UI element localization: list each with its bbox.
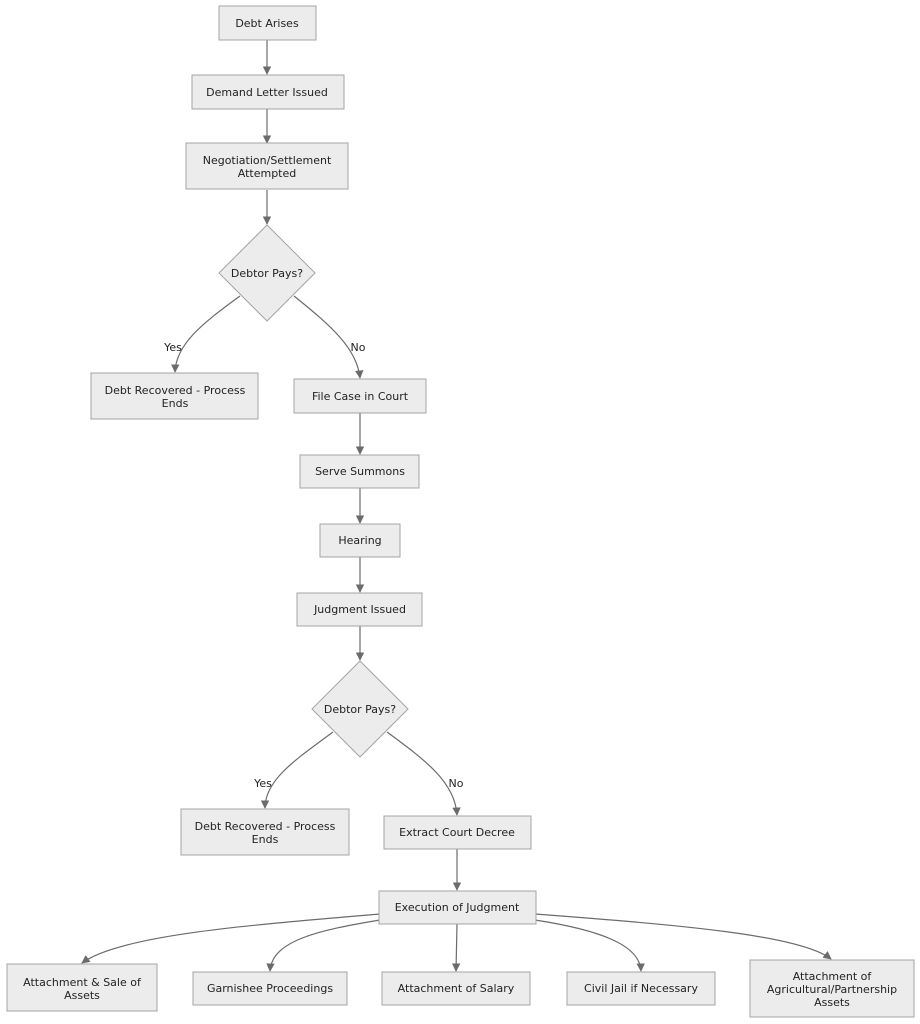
node-garnishee: Garnishee Proceedings: [192, 971, 348, 1006]
node-civil-jail: Civil Jail if Necessary: [566, 971, 716, 1006]
edge-decision-1-no: [293, 295, 364, 379]
node-judgment-issued: Judgment Issued: [296, 592, 423, 627]
decision-debtor-pays-2: Debtor Pays?: [311, 660, 409, 758]
edge-execution-to-attachment-agri: [534, 913, 832, 960]
node-debt-arises: Debt Arises: [218, 5, 317, 41]
edge-label-no-1: No: [351, 341, 366, 354]
edge-label-yes-2: Yes: [253, 777, 272, 790]
node-hearing: Hearing: [319, 523, 401, 558]
node-attachment-sale: Attachment & Sale of Assets: [6, 963, 158, 1012]
node-debt-arises-label: Debt Arises: [235, 17, 299, 30]
node-execution: Execution of Judgment: [378, 890, 537, 925]
node-debt-recovered-1-label-line-1: Debt Recovered - Process: [105, 384, 246, 397]
node-judgment-issued-label: Judgment Issued: [313, 603, 406, 616]
node-debt-recovered-2-label-line-1: Debt Recovered - Process: [195, 820, 336, 833]
decision-debtor-pays-1: Debtor Pays?: [218, 224, 316, 322]
node-debt-recovered-2: Debt Recovered - Process Ends: [180, 808, 350, 856]
node-attachment-agri-label-line-3: Assets: [814, 996, 850, 1009]
node-serve-summons-label: Serve Summons: [315, 465, 405, 478]
node-debt-recovered-1: Debt Recovered - Process Ends: [90, 372, 259, 420]
node-negotiation-label-line-2: Attempted: [238, 167, 297, 180]
edge-execution-to-garnishee: [266, 919, 381, 972]
node-attachment-salary-label: Attachment of Salary: [398, 982, 515, 995]
node-demand-letter: Demand Letter Issued: [191, 74, 345, 110]
node-garnishee-label: Garnishee Proceedings: [207, 982, 333, 995]
edge-decision-1-yes: [171, 295, 241, 373]
node-hearing-label: Hearing: [338, 534, 381, 547]
node-attachment-agri-label-line-2: Agricultural/Partnership: [767, 983, 897, 996]
node-attachment-sale-label-line-1: Attachment & Sale of: [23, 976, 142, 989]
edge-decision-2-no: [386, 731, 461, 816]
node-extract-decree: Extract Court Decree: [383, 815, 532, 850]
node-negotiation-label-line-1: Negotiation/Settlement: [203, 154, 332, 167]
node-execution-label: Execution of Judgment: [395, 901, 520, 914]
node-civil-jail-label: Civil Jail if Necessary: [584, 982, 698, 995]
edge-label-yes-1: Yes: [163, 341, 182, 354]
edges: [81, 40, 832, 972]
edge-labels: Yes No Yes No: [163, 341, 464, 790]
node-attachment-agri: Attachment of Agricultural/Partnership A…: [749, 959, 915, 1018]
node-file-case: File Case in Court: [293, 378, 427, 414]
node-attachment-agri-label-line-1: Attachment of: [793, 970, 873, 983]
edge-execution-to-civil-jail: [534, 919, 645, 972]
node-demand-letter-label: Demand Letter Issued: [206, 86, 328, 99]
node-attachment-sale-label-line-2: Assets: [64, 989, 100, 1002]
node-serve-summons: Serve Summons: [299, 454, 420, 489]
node-debt-recovered-2-label-line-2: Ends: [252, 833, 279, 846]
node-negotiation: Negotiation/Settlement Attempted: [185, 142, 349, 190]
edge-execution-to-attachment-sale: [81, 913, 381, 964]
edge-decision-2-yes: [260, 731, 334, 809]
edge-execution-to-attachment-salary: [451, 923, 461, 972]
node-debt-recovered-1-label-line-2: Ends: [162, 397, 189, 410]
edge-label-no-2: No: [449, 777, 464, 790]
node-attachment-salary: Attachment of Salary: [381, 971, 531, 1006]
node-file-case-label: File Case in Court: [312, 390, 409, 403]
node-extract-decree-label: Extract Court Decree: [399, 826, 515, 839]
decision-debtor-pays-2-label: Debtor Pays?: [324, 703, 396, 716]
decision-debtor-pays-1-label: Debtor Pays?: [231, 267, 303, 280]
